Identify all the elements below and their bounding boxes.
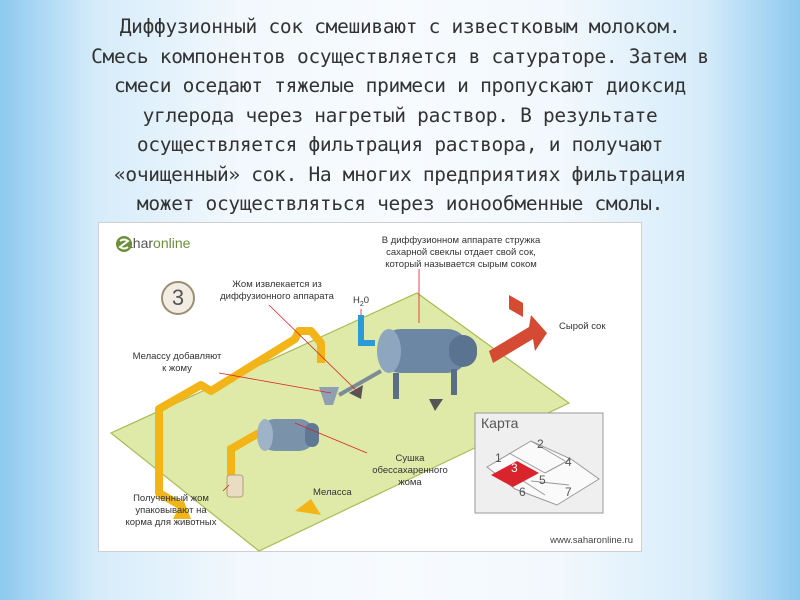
map-number: 6 — [519, 485, 526, 499]
map-title: Карта — [481, 415, 519, 431]
source-url: www.saharonline.ru — [550, 535, 633, 546]
saharonline-logo: saharonline — [115, 235, 191, 252]
step-number-badge: 3 — [161, 281, 195, 315]
raw-juice-arrow — [489, 315, 547, 363]
label-molasses-added: Мелассу добавляют к жому — [132, 351, 222, 374]
map-number: 1 — [495, 451, 502, 465]
label-dryer: Сушка обессахаренного жома — [372, 453, 448, 488]
map-number: 7 — [565, 485, 572, 499]
map-number: 4 — [565, 455, 572, 469]
yellow-arrow-out — [173, 499, 191, 519]
logo-mark-icon — [116, 236, 132, 252]
yellow-arrow-in — [295, 499, 321, 515]
text-line: смеси оседают тяжелые примеси и пропуска… — [113, 74, 686, 97]
label-pulp-extracted: Жом извлекается из диффузионного аппарат… — [220, 279, 334, 302]
slide-body-text: Диффузионный сок смешивают с известковым… — [18, 12, 782, 219]
label-packed-pulp: Полученный жом упаковывают на корма для … — [125, 493, 217, 528]
label-water: H20 — [353, 295, 370, 308]
pulp-dryer — [259, 419, 315, 451]
label-molasses-in: Меласса — [313, 487, 352, 498]
process-diagram: saharonline 3 Жом извлекается из диффузи… — [98, 222, 642, 552]
logo-suffix: online — [153, 235, 191, 251]
diagram-drawing — [109, 269, 604, 552]
molasses-pipe — [155, 327, 325, 511]
label-diffusion-apparatus: В диффузионном аппарате стружка сахарной… — [381, 235, 541, 270]
diffusion-apparatus — [379, 329, 469, 373]
text-line: углерода через нагретый раствор. В резул… — [142, 103, 658, 127]
text-line: может осуществляться через ионообменные … — [136, 192, 664, 215]
raw-juice-pipe — [509, 295, 523, 317]
feed-package — [226, 474, 244, 498]
map-highlight — [491, 461, 539, 487]
text-line: «очищенный» сок. На многих предприятиях … — [113, 162, 686, 186]
map-number: 2 — [537, 437, 544, 451]
label-raw-juice: Сырой сок — [559, 321, 606, 332]
text-line: Смесь компонентов осуществляется в сатур… — [91, 44, 709, 68]
text-line: осуществляется фильтрация раствора, и по… — [136, 133, 664, 156]
map-number: 3 — [511, 461, 518, 475]
map-number: 5 — [539, 473, 546, 487]
water-pipe — [358, 315, 375, 346]
text-line: Диффузионный сок смешивают с известковым… — [119, 15, 681, 38]
